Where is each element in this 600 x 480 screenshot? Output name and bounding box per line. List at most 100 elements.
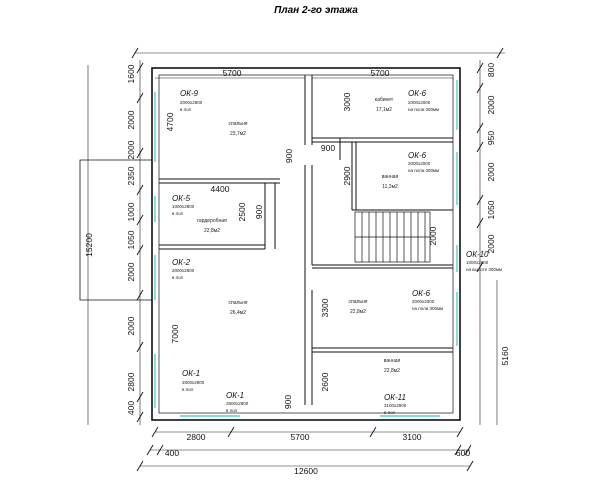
- svg-text:на высоте 300мм: на высоте 300мм: [466, 267, 502, 272]
- window-tag-ok11: ОК-11 3100x2800 в пол: [384, 393, 407, 415]
- left-terrace: [79, 159, 152, 301]
- inner-walls: [159, 75, 453, 405]
- svg-text:2800x2800: 2800x2800: [182, 380, 205, 385]
- window-tag-ok1-b: ОК-1 2800x2800 в пол: [226, 391, 249, 413]
- svg-text:спальня: спальня: [229, 300, 248, 306]
- dim-left-8: 2000: [126, 316, 136, 335]
- dim-inner-900-b: 900: [321, 143, 335, 153]
- svg-text:на пола 300мм: на пола 300мм: [412, 306, 443, 311]
- svg-text:в пол: в пол: [182, 387, 193, 392]
- dim-inner-900-c: 900: [254, 205, 264, 219]
- svg-text:ОК-1: ОК-1: [226, 391, 244, 400]
- window-tag-ok6-b: ОК-6 2000x2000 на пола 300мм: [408, 151, 439, 173]
- svg-text:22,8м2: 22,8м2: [350, 309, 366, 315]
- svg-text:в пол: в пол: [384, 410, 395, 415]
- svg-text:2000x2000: 2000x2000: [412, 299, 435, 304]
- svg-text:кабинет: кабинет: [375, 97, 394, 103]
- dim-left-total: 15200: [84, 233, 94, 257]
- dim-inner-4400: 4400: [211, 184, 230, 194]
- room-bedroom-3: спальня 22,8м2: [349, 299, 368, 315]
- room-bedroom-2: спальня 26,4м2: [229, 300, 248, 316]
- dim-bottom-3: 3100: [403, 432, 422, 442]
- svg-text:на пола 300мм: на пола 300мм: [408, 168, 439, 173]
- window-tag-ok1-a: ОК-1 2800x2800 в пол: [182, 369, 205, 392]
- svg-text:3100x2800: 3100x2800: [384, 403, 407, 408]
- room-bedroom-1: спальня 23,7м2: [229, 121, 248, 137]
- dim-left-7: 2000: [126, 262, 136, 281]
- svg-text:1000x2800: 1000x2800: [172, 204, 195, 209]
- svg-text:ванная: ванная: [384, 358, 401, 364]
- window-tag-ok2: ОК-2 2000x2800 в пол: [172, 258, 195, 280]
- room-bathroom-2: ванная 22,8м2: [384, 358, 401, 374]
- svg-text:в пол: в пол: [226, 408, 237, 413]
- svg-text:ОК-11: ОК-11: [384, 393, 406, 402]
- window-tag-ok9: ОК-9 2000x2800 в пол: [180, 89, 203, 112]
- dim-left-9: 2800: [126, 372, 136, 391]
- svg-text:в пол: в пол: [180, 107, 191, 112]
- dim-inner-7000: 7000: [170, 324, 180, 343]
- svg-text:17,1м2: 17,1м2: [376, 107, 392, 113]
- window-tag-ok5: ОК-5 1000x2800 в пол: [172, 194, 195, 216]
- window-tag-ok10: ОК-10 1000x2800 на высоте 300мм: [466, 250, 502, 272]
- dim-left-10: 400: [126, 401, 136, 415]
- window-tag-ok6-a: ОК-6 2000x2000 на пола 300мм: [408, 89, 439, 112]
- svg-text:2000x2800: 2000x2800: [180, 100, 203, 105]
- plan-title: План 2-го этажа: [274, 5, 358, 16]
- window-tags: ОК-9 2000x2800 в пол ОК-6 2000x2000 на п…: [172, 89, 502, 415]
- room-labels: спальня 23,7м2 кабинет 17,1м2 ванная 11,…: [197, 97, 400, 374]
- dim-right-3: 950: [486, 131, 496, 145]
- svg-text:в пол: в пол: [172, 211, 183, 216]
- dim-inner-4700: 4700: [165, 112, 175, 131]
- dim-inner-3000: 3000: [342, 92, 352, 111]
- dim-bottom-2: 5700: [291, 432, 310, 442]
- svg-text:11,3м2: 11,3м2: [382, 184, 398, 190]
- dim-right-extra: 5160: [500, 346, 510, 365]
- svg-text:спальня: спальня: [349, 299, 368, 305]
- dim-top-2: 5700: [371, 68, 390, 78]
- room-wardrobe: гардеробная 22,8м2: [197, 218, 227, 234]
- outer-walls: [151, 67, 461, 421]
- dim-left-2: 2000: [126, 110, 136, 129]
- svg-text:22,8м2: 22,8м2: [384, 368, 400, 374]
- svg-text:1000x2800: 1000x2800: [466, 260, 489, 265]
- dim-inner-900-d: 900: [283, 395, 293, 409]
- dimension-ticks: [131, 47, 504, 472]
- window-markers: [154, 80, 458, 417]
- svg-text:22,8м2: 22,8м2: [204, 228, 220, 234]
- dim-top-1: 5700: [223, 68, 242, 78]
- svg-text:ОК-9: ОК-9: [180, 89, 199, 98]
- dim-right-2: 2000: [486, 95, 496, 114]
- svg-text:ОК-6: ОК-6: [408, 89, 427, 98]
- dim-right-5: 1050: [486, 200, 496, 219]
- dim-outer-right: 600: [456, 448, 470, 458]
- dim-total-width: 12600: [294, 466, 318, 476]
- svg-text:ОК-6: ОК-6: [408, 151, 427, 160]
- dim-right-4: 2000: [486, 162, 496, 181]
- dim-inner-2500: 2500: [237, 202, 247, 221]
- dim-right-1: 800: [486, 63, 496, 77]
- dim-left-1: 1600: [126, 64, 136, 83]
- svg-text:ОК-1: ОК-1: [182, 369, 200, 378]
- dim-right-6: 2000: [486, 234, 496, 253]
- room-study: кабинет 17,1м2: [375, 97, 394, 113]
- dim-bottom-1: 2800: [187, 432, 206, 442]
- svg-text:ОК-6: ОК-6: [412, 289, 431, 298]
- window-tag-ok6-c: ОК-6 2000x2000 на пола 300мм: [412, 289, 443, 311]
- svg-text:2000x2800: 2000x2800: [172, 268, 195, 273]
- dim-left-3: 2000: [126, 140, 136, 159]
- svg-text:2000x2000: 2000x2000: [408, 100, 431, 105]
- dimension-lines: [87, 52, 505, 467]
- dim-left-4: 2350: [126, 166, 136, 185]
- svg-text:ОК-2: ОК-2: [172, 258, 191, 267]
- dim-inner-2000: 2000: [428, 226, 438, 245]
- svg-text:ОК-10: ОК-10: [466, 250, 489, 259]
- room-bathroom-1: ванная 11,3м2: [382, 174, 399, 190]
- svg-text:спальня: спальня: [229, 121, 248, 127]
- svg-text:на пола 300мм: на пола 300мм: [408, 107, 439, 112]
- dim-outer-left: 400: [165, 448, 179, 458]
- svg-text:2800x2800: 2800x2800: [226, 401, 249, 406]
- svg-text:ОК-5: ОК-5: [172, 194, 191, 203]
- dimension-labels: 5700 5700 2800 5700 3100 400 600 12600 1…: [84, 63, 510, 476]
- dim-inner-2600: 2600: [320, 372, 330, 391]
